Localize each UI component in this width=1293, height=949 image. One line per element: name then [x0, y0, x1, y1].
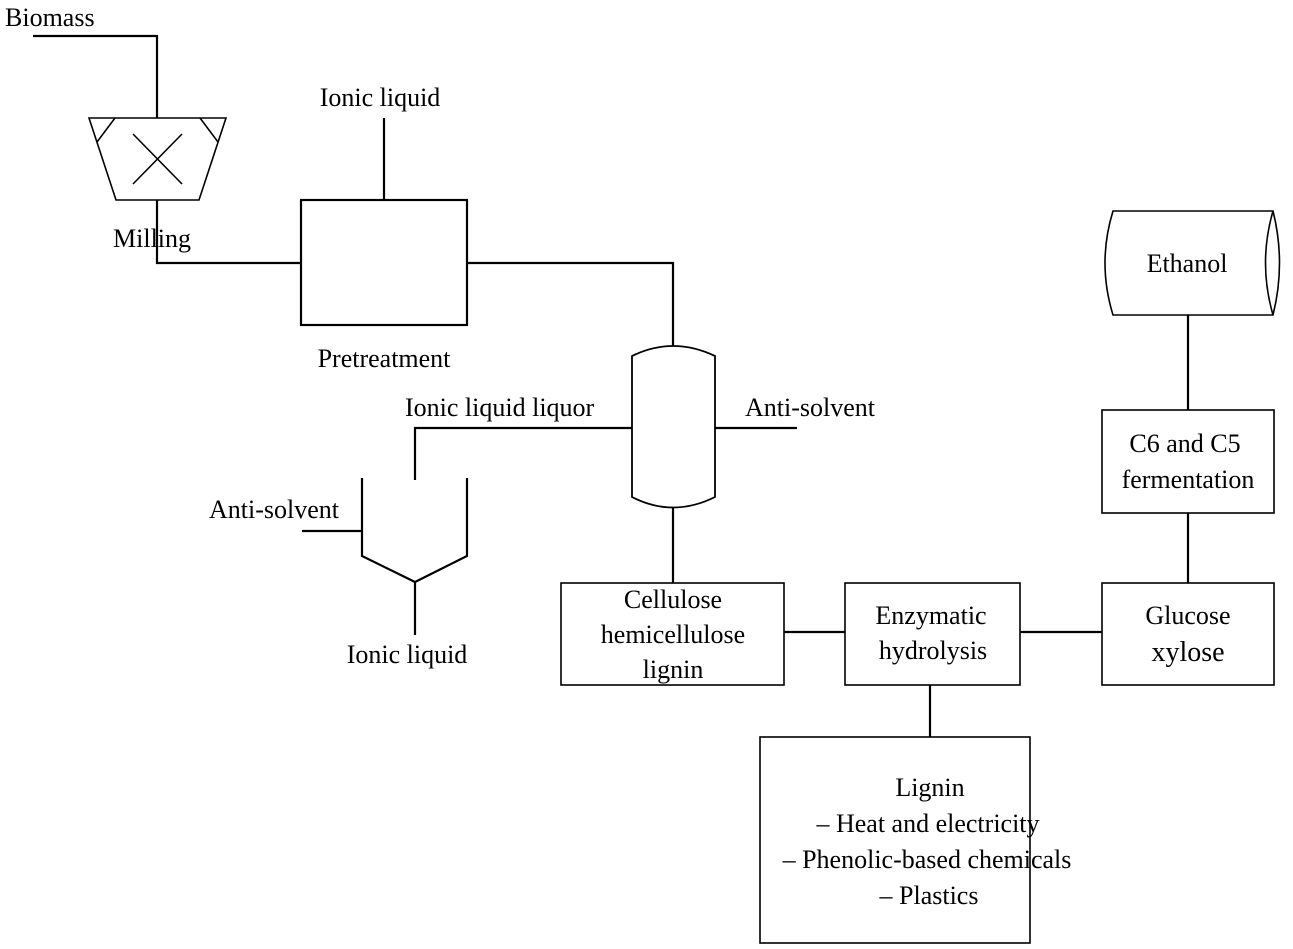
anti-solvent-right-label: Anti-solvent — [745, 393, 876, 422]
solids-line-3: lignin — [643, 655, 704, 684]
ionic-liquid-liquor-line — [413, 426, 632, 480]
pretreatment-label: Pretreatment — [318, 344, 452, 373]
solids-box — [560, 582, 785, 686]
lignin-uses-line-1: Lignin — [895, 773, 964, 802]
mill-to-pretreatment-line — [155, 200, 301, 265]
biomass-label: Biomass — [5, 3, 95, 32]
ethanol-label: Ethanol — [1147, 249, 1228, 278]
biomass-feed-line — [33, 34, 159, 118]
recovery-settler — [360, 478, 469, 584]
sugars-box — [1101, 582, 1275, 686]
lignin-uses-line-4: – Plastics — [879, 881, 979, 910]
precipitation-vessel — [631, 345, 716, 509]
sugars-line-1: Glucose — [1145, 601, 1230, 630]
milling-label: Milling — [113, 224, 191, 253]
lignin-uses-box — [759, 736, 1031, 944]
ethanol-tank — [1104, 210, 1281, 316]
ionic-liquid-recovered-label: Ionic liquid — [347, 640, 468, 669]
anti-solvent-left-label: Anti-solvent — [209, 495, 340, 524]
ionic-liquid-feed-label: Ionic liquid — [320, 83, 441, 112]
hydrolysis-line-2: hydrolysis — [879, 636, 987, 665]
hydrolysis-line-1: Enzymatic — [875, 601, 986, 630]
fermentation-line-2: fermentation — [1122, 465, 1255, 494]
solids-line-2: hemicellulose — [601, 620, 745, 649]
hydrolysis-box — [844, 582, 1021, 686]
pretreatment-box — [299, 198, 469, 327]
pretreatment-to-vessel-line — [467, 261, 675, 346]
sugars-line-2: xylose — [1151, 637, 1224, 668]
fermentation-line-1: C6 and C5 — [1129, 429, 1240, 458]
ionic-liquid-liquor-label: Ionic liquid liquor — [405, 393, 595, 422]
mill-icon — [87, 117, 228, 201]
lignin-uses-line-2: – Heat and electricity — [815, 809, 1039, 838]
solids-line-1: Cellulose — [624, 585, 722, 614]
lignin-uses-line-3: – Phenolic-based chemicals — [782, 845, 1072, 874]
fermentation-box — [1101, 409, 1275, 514]
